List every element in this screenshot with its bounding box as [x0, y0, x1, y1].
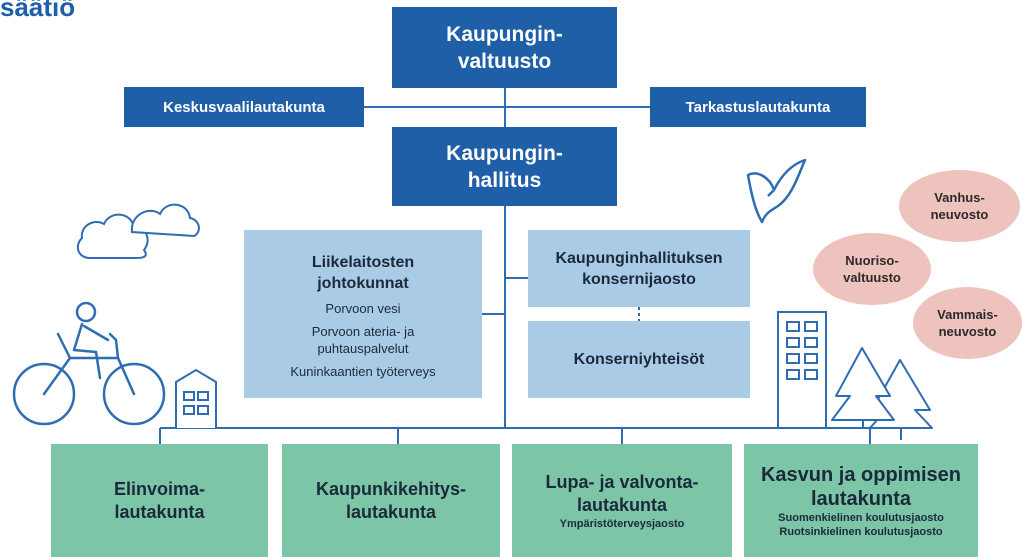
elderly-council-label: Vanhus- neuvosto [930, 190, 989, 222]
city-board-box: Kaupungin- hallitus [392, 127, 617, 206]
disability-council-bubble: Vammais- neuvosto [913, 287, 1022, 359]
youth-council-bubble: Nuoriso- valtuusto [813, 233, 931, 305]
vitality-board-label: Elinvoima- lautakunta [113, 478, 206, 522]
disability-council-label: Vammais- neuvosto [937, 307, 998, 339]
group-entities-box: Konserniyhteisöt [528, 321, 750, 398]
business-enterprises-title: Liikelaitosten johtokunnat [311, 254, 415, 292]
page-title: säätiö [0, 0, 76, 22]
tree-icon [831, 347, 933, 440]
city-council-label: Kaupungin- valtuusto [446, 22, 563, 73]
urban-development-board-box: Kaupunkikehitys- lautakunta [282, 444, 500, 557]
central-election-board-label: Keskusvaalilautakunta [163, 98, 325, 116]
enterprise-item: Porvoon ateria- ja puhtauspalvelut [311, 324, 415, 356]
audit-committee-box: Tarkastuslautakunta [650, 87, 866, 127]
growth-learning-board-label: Kasvun ja oppimisen lautakunta [760, 463, 962, 510]
board-division-label: Ruotsinkielinen koulutusjaosto [779, 525, 943, 538]
cyclist-icon [12, 301, 166, 426]
board-division-label: Ympäristöterveysjaosto [559, 517, 685, 530]
group-entities-label: Konserniyhteisöt [573, 351, 705, 368]
permit-supervision-board-box: Lupa- ja valvonta- lautakunta Ympäristöt… [512, 444, 732, 557]
enterprise-item: Porvoon vesi [325, 301, 401, 316]
central-election-board-box: Keskusvaalilautakunta [124, 87, 364, 127]
city-council-box: Kaupungin- valtuusto [392, 7, 617, 88]
bird-icon [746, 158, 807, 224]
permit-supervision-board-label: Lupa- ja valvonta- lautakunta [545, 471, 699, 515]
urban-development-board-label: Kaupunkikehitys- lautakunta [315, 478, 467, 522]
house-icon [175, 368, 217, 428]
cloud-icon [76, 203, 200, 259]
youth-council-label: Nuoriso- valtuusto [843, 253, 901, 285]
city-board-label: Kaupungin- hallitus [446, 141, 563, 192]
audit-committee-label: Tarkastuslautakunta [685, 98, 831, 116]
growth-learning-board-box: Kasvun ja oppimisen lautakunta Suomenkie… [744, 444, 978, 557]
enterprise-item: Kuninkaantien työterveys [290, 364, 436, 379]
apartment-building-icon [777, 311, 827, 429]
elderly-council-bubble: Vanhus- neuvosto [899, 170, 1020, 242]
business-enterprises-box: Liikelaitosten johtokunnat Porvoon vesi … [244, 230, 482, 398]
group-division-box: Kaupunginhallituksen konsernijaosto [528, 230, 750, 307]
vitality-board-box: Elinvoima- lautakunta [51, 444, 268, 557]
board-division-label: Suomenkielinen koulutusjaosto [778, 511, 944, 524]
group-division-label: Kaupunginhallituksen konsernijaosto [555, 249, 723, 288]
